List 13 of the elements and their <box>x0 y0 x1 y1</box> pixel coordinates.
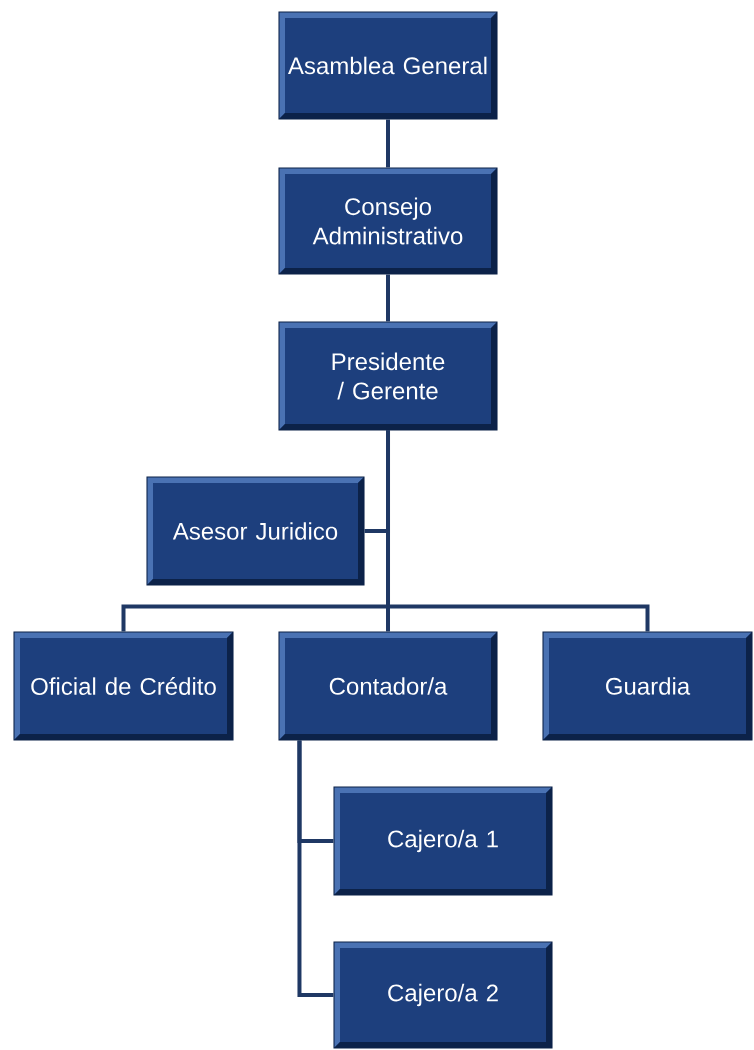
connector-line <box>386 274 390 322</box>
org-box: Consejo Administrativo <box>278 167 498 275</box>
connector-line <box>386 430 650 632</box>
org-box: Oficial de Crédito <box>13 631 234 741</box>
org-box: Guardia <box>542 631 753 741</box>
org-box: Cajero/a 2 <box>333 941 553 1049</box>
org-box: Contador/a <box>278 631 498 741</box>
connector-line <box>386 119 390 168</box>
org-box: Asesor Juridico <box>146 476 365 586</box>
connector-line <box>297 740 334 997</box>
org-box: Asamblea General <box>278 11 498 120</box>
org-box: Cajero/a 1 <box>333 786 553 896</box>
org-box: Presidente / Gerente <box>278 321 498 431</box>
